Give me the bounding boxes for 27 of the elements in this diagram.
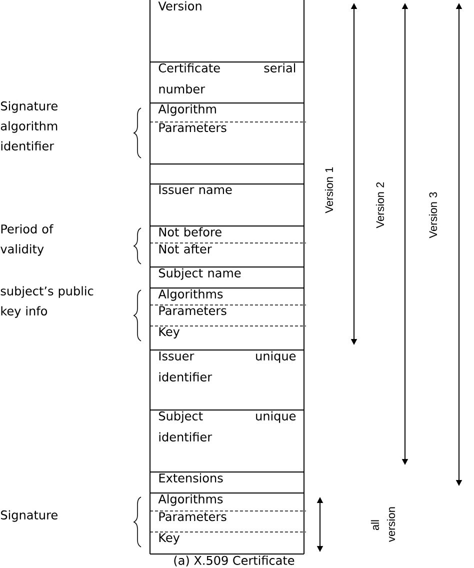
- version-label: Version 1: [324, 167, 334, 214]
- field-cell: Extensions: [150, 472, 304, 494]
- field-cell: Subject unique identifier: [150, 410, 304, 472]
- version-label: Version 2: [376, 182, 384, 228]
- field-cell: Not after: [150, 242, 306, 268]
- field-cell: Key: [150, 532, 306, 554]
- field-cell: Version: [150, 0, 304, 62]
- field-cell: Algorithms: [150, 492, 304, 512]
- field-cell: Key: [150, 326, 306, 350]
- caption: (a) X.509 Certificate: [174, 556, 294, 566]
- side-label: Signature algorithm identifier: [0, 101, 58, 150]
- field-cell: Certificate serial number: [150, 62, 304, 104]
- field-cell: Algorithms: [150, 288, 304, 306]
- side-label: Signature: [1, 510, 58, 522]
- side-label: Period of validity: [0, 224, 54, 256]
- field-cell: Issuer name: [150, 184, 304, 226]
- version-label: Version 3: [428, 192, 438, 238]
- field-cell: Parameters: [150, 122, 306, 164]
- field-cell: Issuer unique identifier: [150, 350, 304, 410]
- field-cell: Subject name: [150, 266, 304, 288]
- field-cell: Parameters: [150, 304, 306, 326]
- empty-cell: [150, 164, 304, 184]
- field-cell: Not before: [150, 226, 304, 244]
- side-label: subject’s public key info: [0, 286, 94, 318]
- field-cell: Parameters: [150, 510, 306, 532]
- version-label: all version: [370, 507, 396, 542]
- field-cell: Algorithm: [150, 102, 304, 122]
